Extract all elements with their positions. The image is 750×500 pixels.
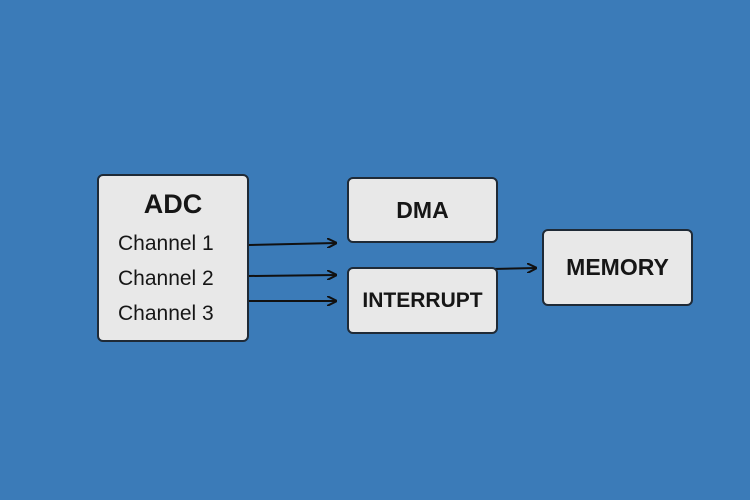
dma-block: DMA xyxy=(347,177,498,243)
arrow-interrupt-to-memory xyxy=(491,268,536,269)
interrupt-title: INTERRUPT xyxy=(362,288,483,312)
memory-block: MEMORY xyxy=(542,229,693,306)
dma-title: DMA xyxy=(396,196,449,223)
arrow-channel2-to-interrupt xyxy=(248,275,336,276)
memory-title: MEMORY xyxy=(566,254,669,280)
adc-title: ADC xyxy=(143,189,203,219)
adc-channel-1: Channel 1 xyxy=(118,232,214,255)
arrow-channel1-to-dma xyxy=(248,243,336,245)
adc-channel-2: Channel 2 xyxy=(118,267,214,290)
adc-channel-3: Channel 3 xyxy=(118,302,214,325)
interrupt-block: INTERRUPT xyxy=(347,267,498,334)
adc-block: ADC Channel 1 Channel 2 Channel 3 xyxy=(97,174,249,342)
